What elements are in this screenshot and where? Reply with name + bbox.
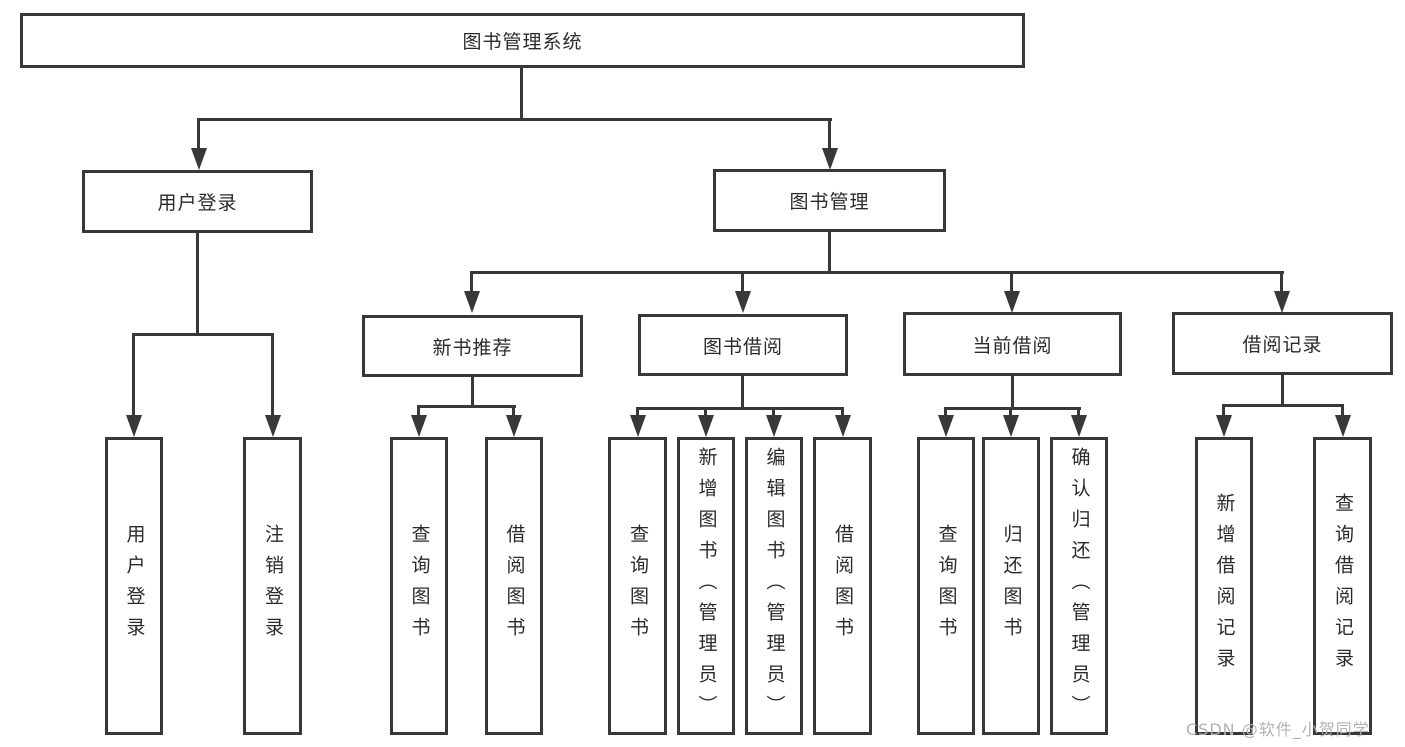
node-user-login: 用户登录 bbox=[82, 170, 313, 233]
connector-borrow-bar bbox=[636, 407, 844, 410]
connector-borrow-stub bbox=[741, 376, 744, 409]
node-new-book-recommend: 新书推荐 bbox=[362, 315, 583, 377]
node-label: 当前借阅 bbox=[972, 334, 1053, 357]
leaf-label: 用户登录 bbox=[123, 524, 146, 648]
leaf-label: 新增图书（管理员） bbox=[695, 446, 718, 726]
arrow-to-leaf-user-login bbox=[125, 335, 142, 437]
leaf-user-login: 用户登录 bbox=[105, 437, 163, 735]
connector-root-bar bbox=[197, 118, 832, 121]
leaf-label: 查询借阅记录 bbox=[1332, 493, 1354, 679]
node-label: 用户登录 bbox=[157, 192, 238, 214]
arrow-to-leaf-confirm-return bbox=[1070, 409, 1087, 437]
connector-book-mgmt-bar bbox=[470, 271, 1284, 274]
connector-root-stub bbox=[520, 68, 523, 120]
connector-recommend-stub bbox=[471, 377, 474, 407]
leaf-label: 借阅图书 bbox=[503, 524, 526, 648]
leaf-label: 注销登录 bbox=[262, 524, 284, 648]
arrow-to-leaf-logout bbox=[264, 335, 281, 437]
connector-book-mgmt-stub bbox=[828, 232, 831, 273]
leaf-query-books-borrow: 查询图书 bbox=[608, 437, 667, 735]
connector-records-stub bbox=[1281, 375, 1284, 406]
leaf-label: 查询图书 bbox=[935, 524, 958, 648]
arrow-to-leaf-query-books-borrow bbox=[629, 409, 646, 437]
csdn-watermark: CSDN @软件_小贺同学 bbox=[1186, 720, 1370, 739]
leaf-label: 新增借阅记录 bbox=[1213, 493, 1236, 679]
arrow-to-leaf-borrow-books-recommend bbox=[505, 407, 522, 437]
arrow-to-leaf-add-book bbox=[697, 409, 714, 437]
node-book-management-system: 图书管理系统 bbox=[20, 13, 1025, 68]
arrow-to-user-login bbox=[190, 120, 207, 170]
connector-user-login-bar bbox=[132, 333, 274, 336]
leaf-label: 借阅图书 bbox=[832, 524, 854, 648]
leaf-label: 确认归还（管理员） bbox=[1068, 446, 1091, 726]
arrow-to-new-book-recommend bbox=[463, 273, 480, 313]
arrow-to-leaf-query-books-recommend bbox=[410, 407, 427, 437]
arrow-to-leaf-query-books-current bbox=[937, 409, 954, 437]
arrow-to-leaf-add-record bbox=[1215, 406, 1232, 437]
arrow-to-book-management bbox=[821, 120, 838, 170]
leaf-add-book-admin: 新增图书（管理员） bbox=[677, 437, 735, 735]
leaf-add-borrow-record: 新增借阅记录 bbox=[1195, 437, 1253, 735]
leaf-label: 查询图书 bbox=[408, 524, 431, 648]
leaf-query-books-current: 查询图书 bbox=[917, 437, 975, 735]
arrow-to-leaf-edit-book bbox=[765, 409, 782, 437]
arrow-to-leaf-borrow-books bbox=[834, 409, 851, 437]
node-book-management: 图书管理 bbox=[713, 169, 946, 232]
arrow-to-current-borrow bbox=[1003, 273, 1020, 313]
arrow-to-borrow-records bbox=[1273, 273, 1290, 313]
arrow-to-book-borrow bbox=[734, 273, 751, 313]
leaf-query-books-recommend: 查询图书 bbox=[390, 437, 448, 735]
arrow-to-leaf-return-book bbox=[1002, 409, 1019, 437]
leaf-borrow-books: 借阅图书 bbox=[813, 437, 872, 735]
leaf-edit-book-admin: 编辑图书（管理员） bbox=[745, 437, 803, 735]
leaf-label: 编辑图书（管理员） bbox=[763, 446, 786, 726]
leaf-logout: 注销登录 bbox=[243, 437, 302, 735]
node-label: 新书推荐 bbox=[432, 336, 513, 359]
arrow-to-leaf-query-record bbox=[1334, 406, 1351, 437]
node-label: 借阅记录 bbox=[1242, 334, 1323, 356]
leaf-query-borrow-record: 查询借阅记录 bbox=[1313, 437, 1372, 735]
leaf-confirm-return-admin: 确认归还（管理员） bbox=[1050, 437, 1108, 735]
node-label: 图书管理系统 bbox=[462, 31, 583, 53]
connector-current-stub bbox=[1011, 376, 1014, 409]
node-label: 图书管理 bbox=[789, 191, 870, 213]
leaf-label: 查询图书 bbox=[627, 524, 649, 648]
leaf-label: 归还图书 bbox=[1000, 524, 1023, 648]
leaf-return-book: 归还图书 bbox=[982, 437, 1040, 735]
node-borrow-records: 借阅记录 bbox=[1172, 312, 1393, 375]
connector-records-bar bbox=[1222, 404, 1344, 407]
connector-user-login-stub bbox=[196, 233, 199, 335]
node-book-borrow: 图书借阅 bbox=[638, 314, 848, 376]
connector-recommend-bar bbox=[417, 405, 516, 408]
node-current-borrow: 当前借阅 bbox=[903, 312, 1122, 376]
leaf-borrow-books-recommend: 借阅图书 bbox=[485, 437, 543, 735]
connector-current-bar bbox=[944, 407, 1081, 410]
node-label: 图书借阅 bbox=[702, 335, 783, 358]
